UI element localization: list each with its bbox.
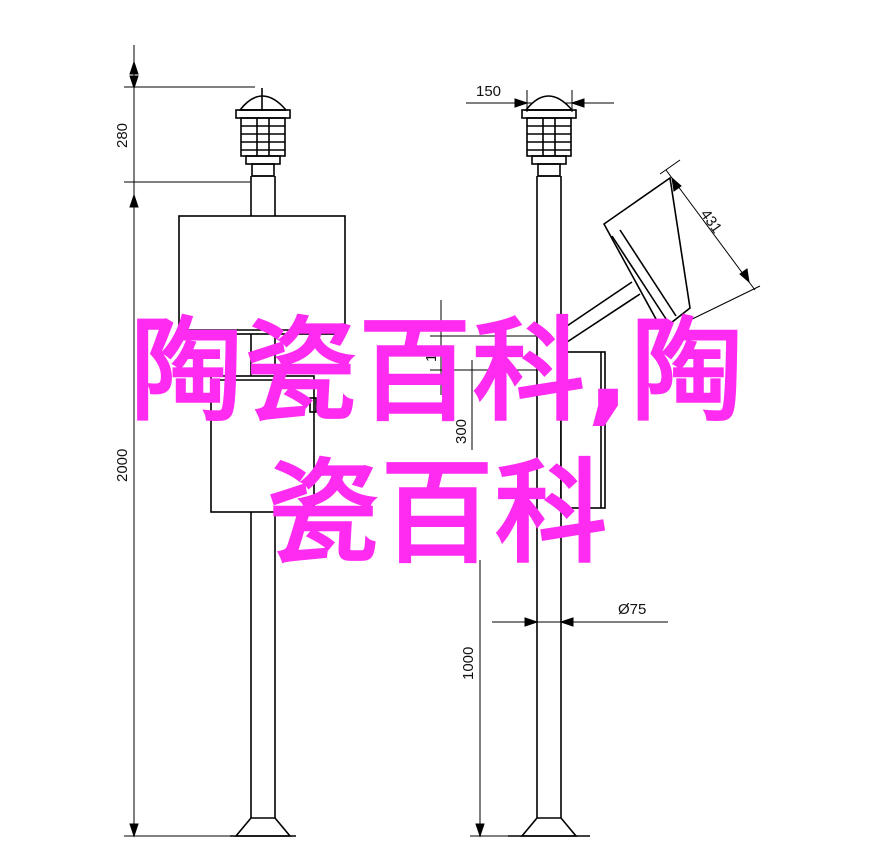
pole-diameter-dimension: [492, 617, 668, 627]
tilted-solar-panel: [560, 176, 691, 347]
right-sensor-cap: [521, 95, 577, 177]
offset-dimensions: [430, 300, 537, 450]
left-panel: [178, 215, 346, 335]
dim-top-height: 280: [114, 123, 131, 148]
lower-height-dimension: [470, 560, 520, 838]
dim-pole-diameter: Ø75: [618, 601, 646, 618]
dim-lower-height: 1000: [460, 647, 477, 680]
dim-cap-width: 150: [476, 83, 501, 100]
panel-length-dimension: [659, 159, 761, 325]
dim-total-height: 2000: [114, 449, 131, 482]
right-control-box: [560, 351, 606, 509]
dim-small-offset: 10: [423, 345, 440, 362]
left-dimension-lines: [124, 45, 255, 838]
dim-box-offset: 300: [453, 419, 470, 444]
left-sensor-cap: [235, 88, 291, 177]
dim-panel-length: 431: [697, 206, 725, 236]
left-control-box: [210, 375, 317, 513]
